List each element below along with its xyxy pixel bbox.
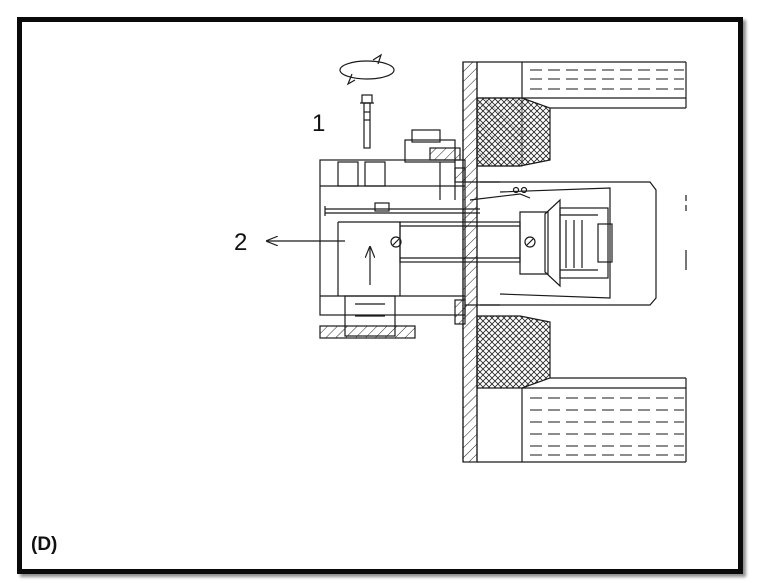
water-jacket — [477, 61, 686, 463]
burner-housing — [319, 129, 466, 316]
circular-arrow-icon — [339, 53, 395, 86]
flame-head — [480, 181, 657, 306]
bolt — [360, 94, 374, 149]
refractory-upper — [476, 97, 551, 167]
callout-1: 1 — [312, 110, 326, 137]
air-tube — [390, 221, 536, 263]
panel-label: (D) — [31, 534, 58, 555]
callout-2: 2 — [234, 229, 248, 256]
mounting-flange — [319, 295, 416, 339]
refractory-lower — [476, 315, 551, 389]
